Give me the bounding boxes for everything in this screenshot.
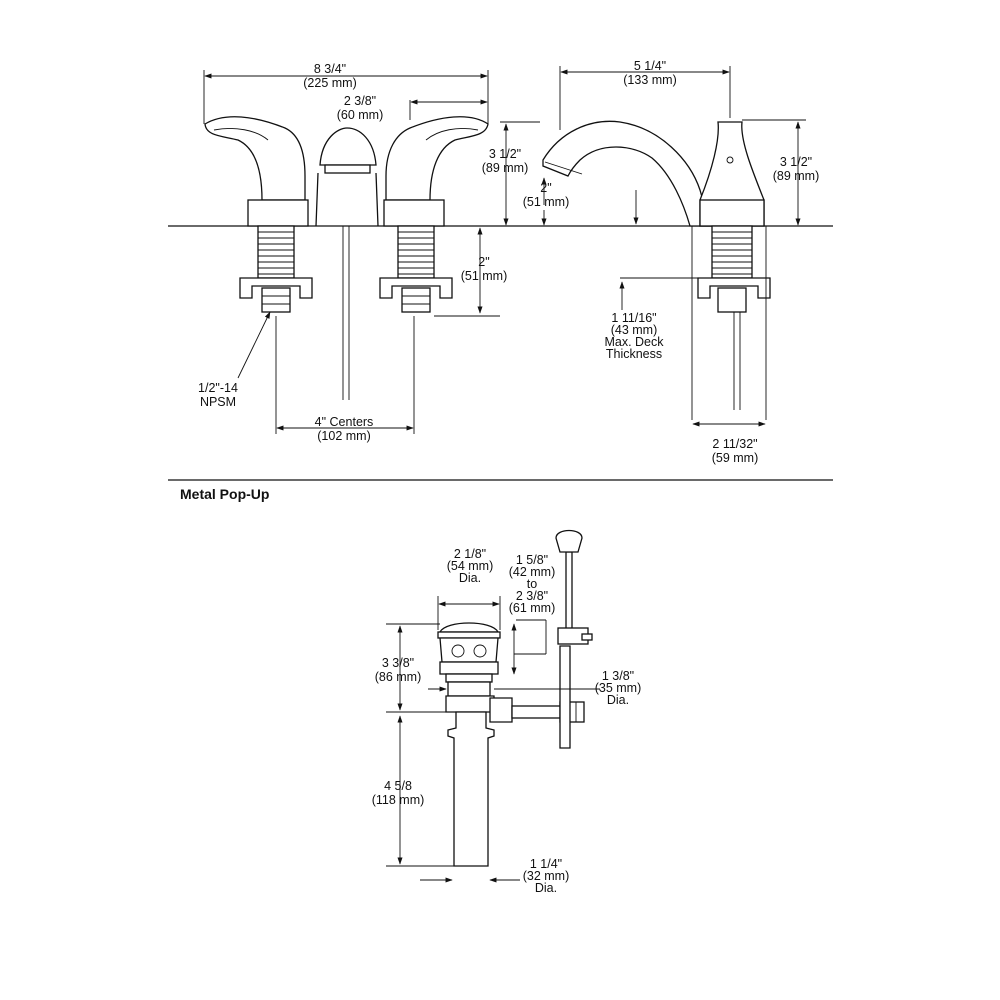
spout-height-label: 3 1/2"(89 mm) [482,147,529,175]
shank-length-label: 2"(51 mm) [461,255,508,283]
body-dia-label: 1 3/8"(35 mm)Dia. [595,669,642,707]
right-shank [379,225,453,313]
right-handle [383,116,489,227]
centers-label: 4" Centers(102 mm) [315,415,374,443]
popup-title: Metal Pop-Up [180,486,269,502]
faucet-labels: 8 3/4"(225 mm) 2 3/8"(60 mm) 5 1/4"(133 … [198,59,819,465]
body-height-label: 3 3/8"(86 mm) [375,656,422,684]
supply-tube [342,226,350,400]
tail-dia-label: 1 1/4"(32 mm)Dia. [523,857,570,895]
base-width-label: 2 11/32"(59 mm) [712,437,759,465]
overall-width-label: 8 3/4"(225 mm) [303,62,356,90]
side-spout [542,120,771,420]
handle-offset-label: 2 3/8"(60 mm) [337,94,384,122]
popup-view [386,529,600,883]
center-spout [315,127,379,227]
faucet-view [168,66,833,434]
left-shank [239,225,313,313]
handle-height-label: 3 1/2"(89 mm) [773,155,820,183]
tail-length-label: 4 5/8(118 mm) [372,779,425,807]
spout-clearance-label: 2"(51 mm) [523,181,570,209]
left-handle [204,116,309,227]
flange-dia-label: 2 1/8"(54 mm)Dia. [447,547,494,585]
spout-reach-label: 5 1/4"(133 mm) [623,59,676,87]
